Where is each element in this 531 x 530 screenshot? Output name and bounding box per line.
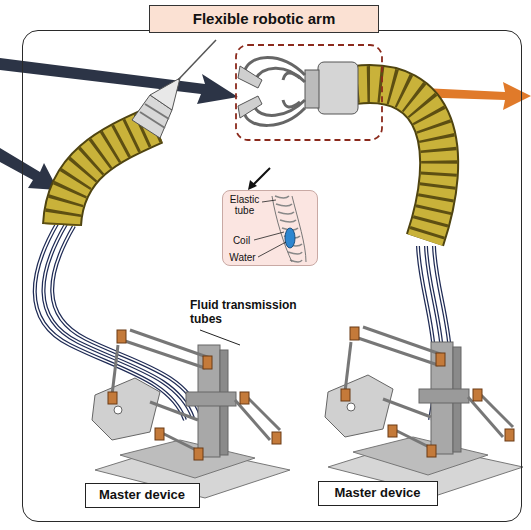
input-arrow <box>0 58 238 104</box>
end-effector <box>132 40 216 138</box>
node-label: Master device <box>335 486 421 500</box>
input-arrow <box>0 148 58 190</box>
leader-line <box>254 200 286 257</box>
inset-panel: Elastic tubeCoilWater <box>222 190 318 266</box>
master-device-box: Master device <box>85 483 200 508</box>
master-device-drawing <box>325 327 523 495</box>
part-label: Elastic tube <box>225 194 265 216</box>
pointer-arrow <box>252 168 270 186</box>
part-label: Water <box>225 252 261 263</box>
arrow-head <box>248 180 257 190</box>
part-label: Coil <box>227 235 257 246</box>
node-label: Master device <box>99 488 185 502</box>
gripper <box>238 58 358 126</box>
water-drop <box>285 228 295 248</box>
master-device-box: Master device <box>318 481 438 506</box>
annotation-label: Fluid transmission tubes <box>190 299 298 327</box>
panel-title: Flexible robotic arm <box>149 5 379 33</box>
master-device-drawing <box>92 330 290 498</box>
elastic-tube-section <box>272 196 306 262</box>
dashed-highlight <box>236 45 382 140</box>
flexible-arm <box>355 84 439 240</box>
flexible-arm <box>62 125 155 225</box>
frame-panel: Flexible robotic armElastic tubeCoilWate… <box>22 30 522 522</box>
